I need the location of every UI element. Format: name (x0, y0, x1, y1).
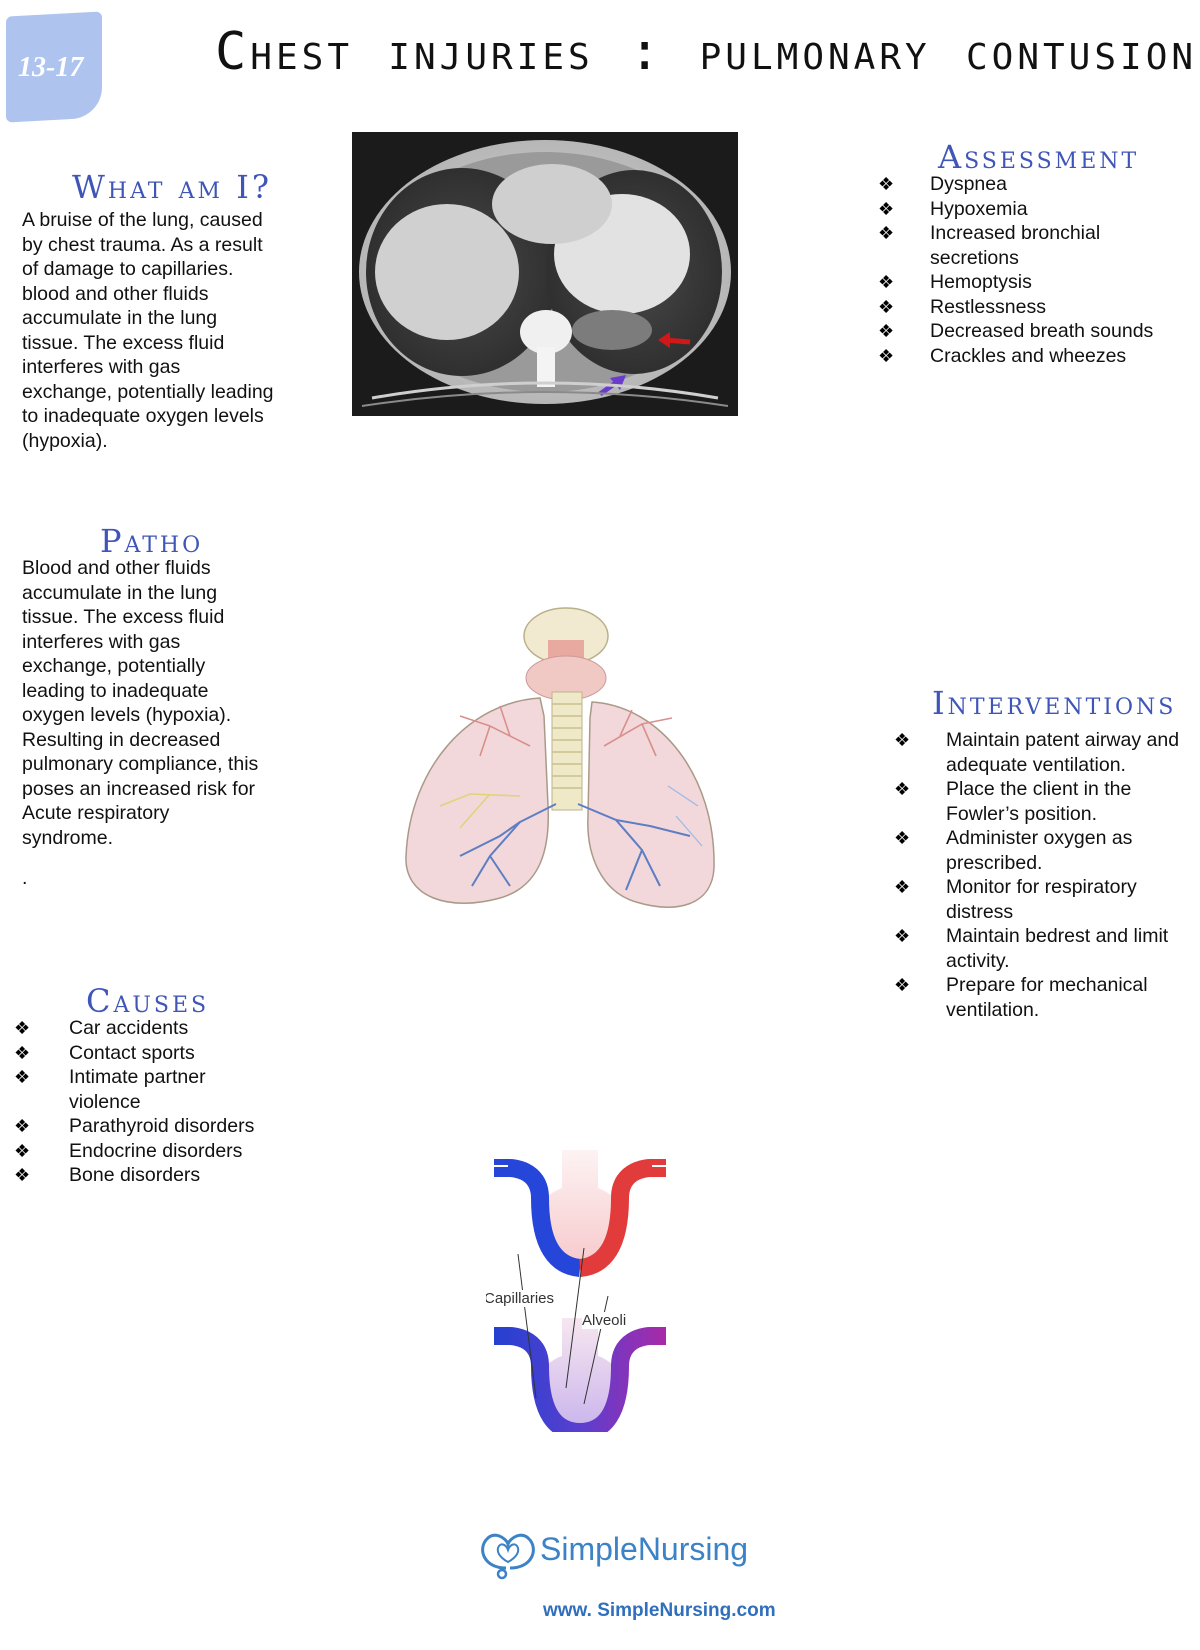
list-item: ❖ Maintain bedrest and limit activity. (894, 924, 1184, 973)
bullet-icon: ❖ (894, 926, 911, 946)
assessment-text: Crackles and wheezes (930, 344, 1127, 367)
patho-trailing-dot: . (22, 867, 28, 889)
list-item: ❖ Place the client in the Fowler’s positi… (894, 777, 1184, 826)
assessment-heading: Assessment (938, 138, 1140, 176)
list-item: ❖ Hypoxemia (878, 197, 1168, 222)
stethoscope-heart-logo (476, 1528, 540, 1580)
lungs-illustration (380, 606, 736, 922)
bullet-icon: ❖ (14, 1165, 31, 1185)
brand-simple: Simple (540, 1531, 638, 1567)
list-item: ❖ Dyspnea (878, 172, 1168, 197)
list-item: ❖ Parathyroid disorders (14, 1114, 274, 1139)
bullet-icon: ❖ (894, 877, 911, 897)
interventions-list: ❖ Maintain patent airway and adequate ven… (894, 728, 1184, 1022)
intervention-text: Maintain patent airway and adequate vent… (946, 729, 1180, 776)
interventions-heading: Interventions (932, 684, 1177, 722)
bullet-icon: ❖ (878, 321, 895, 341)
cause-text: Parathyroid disorders (69, 1115, 255, 1137)
page-title: Chest injuries : pulmonary contusion (215, 22, 1198, 82)
what-heading: What am I? (72, 168, 272, 206)
assessment-text: Increased bronchial secretions (930, 222, 1101, 269)
assessment-text: Restlessness (930, 295, 1046, 318)
capillaries-label: Capillaries (486, 1290, 555, 1307)
assessment-text: Decreased breath sounds (930, 320, 1154, 342)
cause-text: Car accidents (69, 1017, 189, 1039)
list-item: ❖ Prepare for mechanical ventilation. (894, 973, 1184, 1022)
bullet-icon: ❖ (14, 1140, 31, 1161)
intervention-text: Monitor for respiratory distress (946, 876, 1137, 923)
cause-text: Contact sports (69, 1041, 195, 1064)
causes-heading: Causes (86, 982, 210, 1020)
list-item: ❖ Hemoptysis (878, 270, 1168, 295)
bullet-icon: ❖ (878, 174, 895, 194)
assessment-text: Hemoptysis (930, 271, 1032, 293)
footer-url[interactable]: www. SimpleNursing.com (543, 1600, 776, 1621)
bullet-icon: ❖ (894, 779, 911, 799)
bullet-icon: ❖ (14, 1116, 31, 1136)
list-item: ❖ Monitor for respiratory distress (894, 875, 1184, 924)
list-item: ❖ Maintain patent airway and adequate ven… (894, 728, 1184, 777)
list-item: ❖ Administer oxygen as prescribed. (894, 826, 1184, 875)
brand-logo-text: SimpleNursing (540, 1531, 748, 1568)
what-text: A bruise of the lung, caused by chest tr… (22, 209, 274, 452)
list-item: ❖ Contact sports (14, 1041, 274, 1066)
assessment-text: Hypoxemia (930, 197, 1028, 220)
ct-scan-image (352, 132, 738, 416)
patho-text: Blood and other fluids accumulate in the… (22, 557, 259, 849)
bullet-icon: ❖ (894, 730, 911, 750)
bullet-icon: ❖ (14, 1042, 31, 1063)
alveoli-label: Alveoli (582, 1312, 627, 1329)
page-tag-number: 13-17 (18, 52, 84, 83)
patho-heading: Patho (100, 522, 204, 560)
bullet-icon: ❖ (878, 296, 895, 317)
list-item: ❖ Endocrine disorders (14, 1139, 274, 1164)
cause-text: Intimate partner violence (69, 1066, 206, 1113)
capillary-alveoli-diagram: Capillaries Alveoli (486, 1150, 674, 1432)
cause-text: Bone disorders (69, 1164, 201, 1186)
brand-nursing: Nursing (637, 1531, 749, 1567)
bullet-icon: ❖ (894, 975, 911, 995)
bullet-icon: ❖ (878, 272, 895, 292)
bullet-icon: ❖ (878, 198, 895, 219)
list-item: ❖ Restlessness (878, 295, 1168, 320)
bullet-icon: ❖ (14, 1067, 31, 1087)
intervention-text: Prepare for mechanical ventilation. (946, 974, 1148, 1021)
causes-list: ❖ Car accidents ❖ Contact sports ❖ Intimate… (14, 1016, 274, 1188)
bullet-icon: ❖ (894, 828, 911, 848)
list-item: ❖ Increased bronchial secretions (878, 221, 1168, 270)
intervention-text: Administer oxygen as prescribed. (946, 827, 1133, 874)
cause-text: Endocrine disorders (69, 1139, 243, 1162)
bullet-icon: ❖ (14, 1018, 31, 1038)
list-item: ❖ Decreased breath sounds (878, 319, 1168, 344)
assessment-list: ❖ Dyspnea ❖ Hypoxemia ❖ Increased bronchial… (878, 172, 1168, 368)
intervention-text: Maintain bedrest and limit activity. (946, 925, 1169, 972)
list-item: ❖ Intimate partner violence (14, 1065, 274, 1114)
intervention-text: Place the client in the Fowler’s positio… (946, 778, 1132, 825)
bullet-icon: ❖ (878, 223, 895, 243)
assessment-text: Dyspnea (930, 173, 1007, 195)
list-item: ❖ Crackles and wheezes (878, 344, 1168, 369)
bullet-icon: ❖ (878, 345, 895, 366)
list-item: ❖ Car accidents (14, 1016, 274, 1041)
list-item: ❖ Bone disorders (14, 1163, 274, 1188)
